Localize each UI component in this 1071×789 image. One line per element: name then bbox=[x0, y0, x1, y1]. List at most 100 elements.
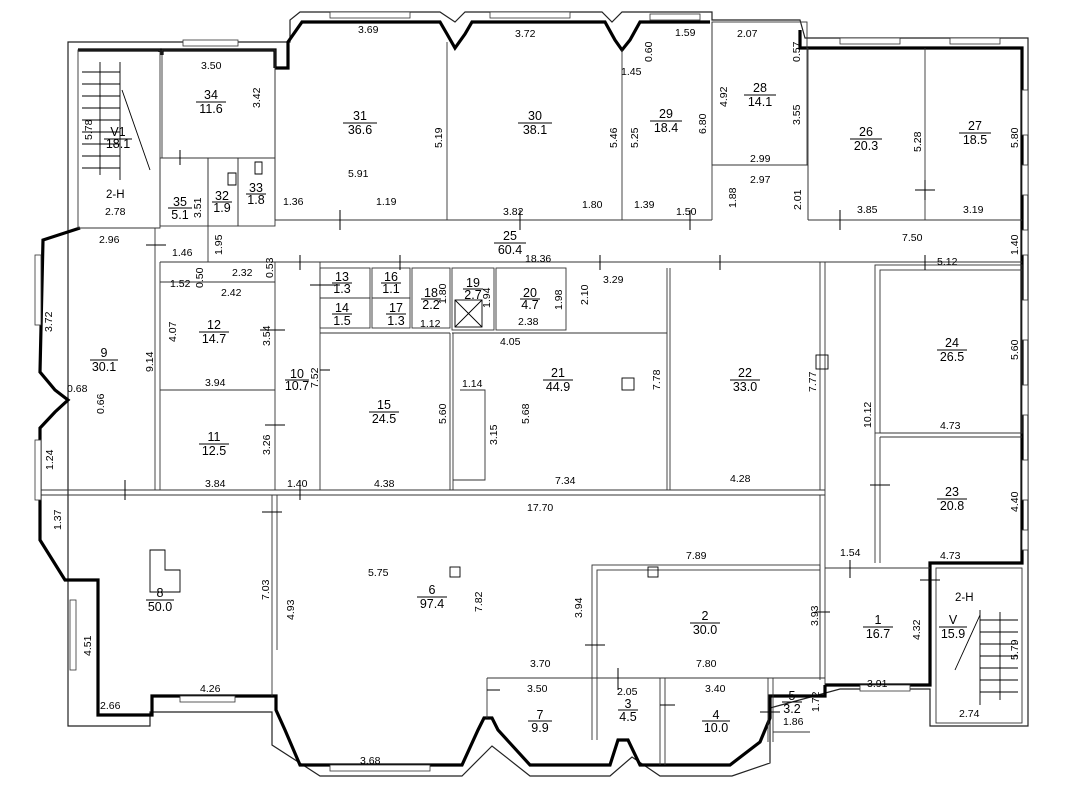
dimension: 7.80 bbox=[696, 658, 717, 670]
room-number: 26 bbox=[859, 125, 873, 139]
dimension: 1.37 bbox=[52, 509, 64, 530]
room-area: 18.5 bbox=[963, 133, 987, 147]
dimension: 3.50 bbox=[527, 683, 548, 695]
dimension: 5.79 bbox=[1009, 639, 1021, 660]
room-label-5: 53.2 bbox=[782, 689, 802, 716]
dimension: 1.50 bbox=[676, 206, 697, 218]
room-number: 21 bbox=[551, 366, 565, 380]
room-area: 10.0 bbox=[704, 721, 728, 735]
room-area: 11.6 bbox=[199, 102, 222, 116]
dimension: 1.86 bbox=[783, 716, 804, 728]
dimension: 0.53 bbox=[264, 257, 276, 278]
room-number: 11 bbox=[208, 430, 221, 444]
room-label-14: 141.5 bbox=[332, 301, 352, 328]
dimension: 17.70 bbox=[527, 502, 553, 514]
dimension-labels: 3.69 3.72 1.59 2.07 0.60 0.57 1.45 3.50 … bbox=[43, 24, 1021, 767]
room-area: 24.5 bbox=[372, 412, 396, 426]
dimension: 4.51 bbox=[82, 635, 94, 656]
dimension: 3.42 bbox=[251, 87, 263, 108]
dimension: 2.01 bbox=[792, 189, 804, 210]
room-label-7: 79.9 bbox=[528, 708, 552, 735]
room-number: 8 bbox=[157, 586, 164, 600]
room-label-32: 321.9 bbox=[212, 189, 232, 215]
dimension: 7.77 bbox=[807, 371, 819, 392]
dimension: 1.12 bbox=[420, 318, 441, 330]
dimension: 3.50 bbox=[201, 60, 222, 72]
dimension: 4.38 bbox=[374, 478, 395, 490]
room-number: 7 bbox=[537, 708, 544, 722]
dimension: 10.12 bbox=[862, 402, 874, 428]
dimension: 5.80 bbox=[1009, 127, 1021, 148]
dimension: 6.80 bbox=[697, 113, 709, 134]
dimension: 3.51 bbox=[192, 197, 204, 218]
dimension: 2.74 bbox=[959, 708, 980, 720]
room-area: 14.7 bbox=[202, 332, 226, 346]
dimension: 4.92 bbox=[718, 86, 730, 107]
room-number: 17 bbox=[389, 301, 403, 315]
room-area: 44.9 bbox=[546, 380, 570, 394]
room-area: 33.0 bbox=[733, 380, 757, 394]
dimension: 4.05 bbox=[500, 336, 521, 348]
room-number: 1 bbox=[875, 613, 882, 627]
room-area: 30.0 bbox=[693, 623, 717, 637]
stairs-left bbox=[82, 62, 151, 180]
room-number: 22 bbox=[738, 366, 752, 380]
room-area: 1.1 bbox=[382, 282, 399, 296]
dimension: 1.46 bbox=[172, 247, 193, 259]
door-ticks bbox=[124, 150, 940, 713]
dimension: 7.03 bbox=[260, 579, 272, 600]
dimension: 2.99 bbox=[750, 153, 771, 165]
dimension: 1.40 bbox=[1009, 234, 1021, 255]
dimension: 9.14 bbox=[144, 351, 156, 372]
dimension: 3.54 bbox=[261, 325, 273, 346]
dimension: 4.28 bbox=[730, 473, 751, 485]
room-number: 27 bbox=[968, 119, 982, 133]
room-area: 5.1 bbox=[171, 208, 188, 222]
dimension: 2.32 bbox=[232, 267, 253, 279]
room-area: 26.5 bbox=[940, 350, 964, 364]
room-area: 30.1 bbox=[92, 360, 116, 374]
dimension: 2.96 bbox=[99, 234, 120, 246]
dimension: 5.78 bbox=[83, 119, 95, 140]
dimension: 2.78 bbox=[105, 206, 126, 218]
dimension: 1.52 bbox=[170, 278, 191, 290]
stair-labels: 2-H 2-H bbox=[106, 189, 974, 604]
room-number: 33 bbox=[249, 181, 263, 195]
dimension: 5.46 bbox=[608, 127, 620, 148]
dimension: 0.68 bbox=[67, 383, 88, 395]
room-label-3: 34.5 bbox=[618, 697, 638, 724]
windows bbox=[34, 11, 1029, 772]
stairs-right bbox=[954, 610, 1018, 705]
room-number: 12 bbox=[207, 318, 221, 332]
dimension: 3.68 bbox=[360, 755, 381, 767]
room-number: 35 bbox=[173, 195, 187, 209]
room-area: 20.8 bbox=[940, 499, 964, 513]
room-area: 50.0 bbox=[148, 600, 172, 614]
room-area: 2.2 bbox=[422, 298, 439, 312]
room-area: 9.9 bbox=[531, 721, 548, 735]
room-area: 18.1 bbox=[106, 137, 130, 151]
room-number: 18 bbox=[424, 286, 438, 300]
room-number: V bbox=[949, 613, 958, 627]
room-number: 19 bbox=[466, 276, 480, 290]
room-number: 3 bbox=[625, 697, 632, 711]
dimension: 4.73 bbox=[940, 420, 961, 432]
dimension: 3.69 bbox=[358, 24, 379, 36]
dimension: 4.32 bbox=[911, 619, 923, 640]
room-label-18: 182.2 bbox=[421, 286, 441, 312]
room-label-19: 192.7 bbox=[463, 276, 483, 302]
dimension: 3.29 bbox=[603, 274, 624, 286]
room-label-13: 131.3 bbox=[332, 270, 352, 296]
dimension: 1.54 bbox=[840, 547, 861, 559]
dimension: 3.72 bbox=[515, 28, 536, 40]
dimension: 1.45 bbox=[621, 66, 642, 78]
dimension: 3.70 bbox=[530, 658, 551, 670]
